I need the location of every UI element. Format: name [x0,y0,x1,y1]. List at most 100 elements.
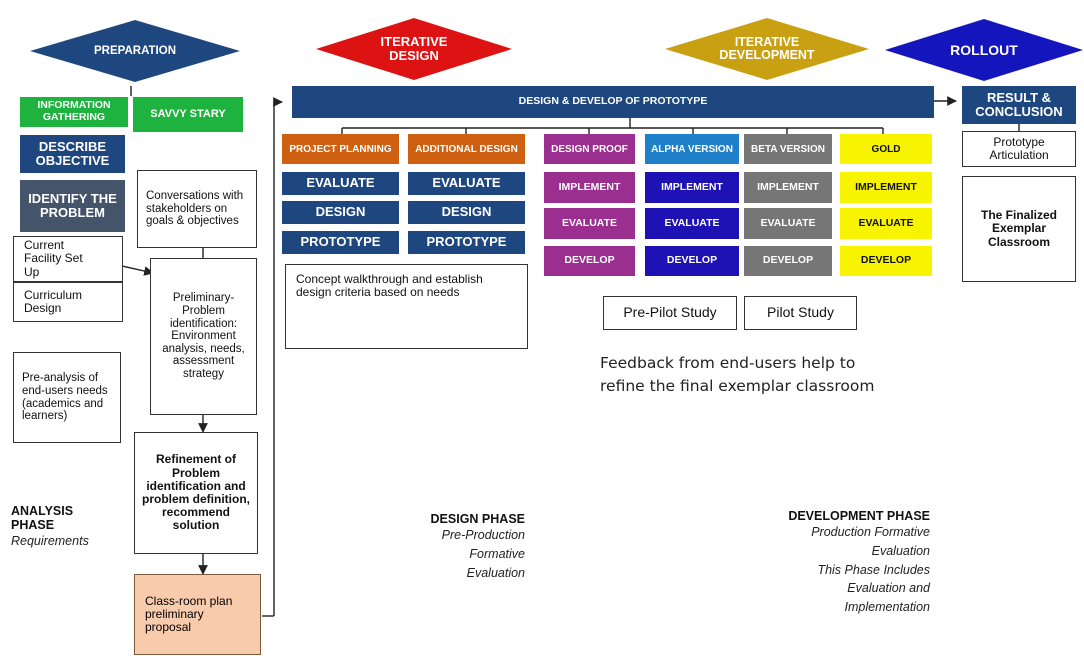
dev-col-1-step-2-label: EVALUATE [561,216,618,229]
feedback-note-line2: refine the final exemplar classroom [600,377,875,396]
design-col-2-step-1: EVALUATE [408,172,525,195]
design-phase-sub-1: Pre-Production [441,528,525,542]
feedback-note: Feedback from end-users help to refine t… [600,352,940,399]
design-col-1-step-2: DESIGN [282,201,399,224]
preparation-diamond: PREPARATION [30,20,240,82]
information-gathering-label: INFORMATION GATHERING [37,99,111,123]
development-phase-sub-1: Production Formative [811,525,930,539]
design-col-2-step-3: PROTOTYPE [408,231,525,254]
development-phase-sub-5: Implementation [844,600,930,614]
describe-objective-box: DESCRIBE OBJECTIVE [20,135,125,173]
refinement-box: Refinement of Problem identification and… [134,432,258,554]
dev-col-1-header-label: DESIGN PROOF [551,143,628,155]
dev-col-4-step-3: DEVELOP [840,246,932,276]
design-phase-caption: DESIGN PHASE Pre-Production Formative Ev… [380,512,525,582]
dev-col-2-step-3: DEVELOP [645,246,739,276]
design-develop-banner: DESIGN & DEVELOP OF PROTOTYPE [292,86,934,118]
dev-col-3-step-2-label: EVALUATE [760,216,816,229]
iterative-design-diamond: ITERATIVE DESIGN [316,18,512,80]
analysis-phase-sub: Requirements [11,534,89,548]
design-col-1-step-1-label: EVALUATE [306,175,375,191]
development-phase-sub-2: Evaluation [871,543,930,558]
design-col-1-step-2-label: DESIGN [315,204,366,220]
dev-col-3-step-1: IMPLEMENT [744,172,832,203]
current-facility-label: Current Facility Set Up [24,238,83,279]
dev-col-2-header-label: ALPHA VERSION [651,143,733,155]
iterative-development-diamond: ITERATIVE DEVELOPMENT [665,18,869,80]
classroom-plan-box: Class-room plan preliminary proposal [134,574,261,655]
design-col-2-header-label: ADDITIONAL DESIGN [415,143,518,155]
analysis-phase-title-2: PHASE [11,518,55,532]
dev-col-1-step-3-label: DEVELOP [564,254,615,267]
banner-label: DESIGN & DEVELOP OF PROTOTYPE [518,95,708,108]
feedback-note-line1: Feedback from end-users help to [600,354,856,372]
current-facility-box: Current Facility Set Up [13,236,123,282]
design-col-1-header: PROJECT PLANNING [282,134,399,164]
dev-col-2-step-2-label: EVALUATE [664,216,720,229]
dev-col-3-header: BETA VERSION [744,134,832,164]
analysis-phase-caption: ANALYSIS PHASE Requirements [11,504,89,551]
iterative-development-label: ITERATIVE DEVELOPMENT [719,34,815,62]
dev-col-4-step-2: EVALUATE [840,208,932,239]
preparation-label: PREPARATION [94,44,176,57]
savvy-stary-label: SAVVY STARY [150,108,226,121]
dev-col-2-step-1: IMPLEMENT [645,172,739,203]
prototype-articulation-box: Prototype Articulation [962,131,1076,167]
finalized-classroom-box: The Finalized Exemplar Classroom [962,176,1076,282]
design-col-2-step-1-label: EVALUATE [432,175,501,191]
dev-col-1-header: DESIGN PROOF [544,134,635,164]
dev-col-4-step-3-label: DEVELOP [860,254,912,267]
savvy-stary-box: SAVVY STARY [133,97,243,132]
describe-objective-label: DESCRIBE OBJECTIVE [35,138,110,168]
pilot-study-label: Pilot Study [767,304,834,321]
pilot-study-box: Pilot Study [744,296,857,330]
development-phase-title: DEVELOPMENT PHASE [788,509,930,523]
development-phase-sub-4: Evaluation and [847,581,930,596]
dev-col-1-step-1-label: IMPLEMENT [558,180,621,193]
dev-col-1-step-2: EVALUATE [544,208,635,239]
refinement-label: Refinement of Problem identification and… [142,452,250,533]
design-col-1-step-3-label: PROTOTYPE [300,234,381,250]
dev-col-3-step-3-label: DEVELOP [762,254,814,267]
conversations-box: Conversations with stakeholders on goals… [137,170,257,248]
dev-col-4-header-label: GOLD [871,143,901,155]
development-phase-sub-3: This Phase Includes [817,562,930,577]
dev-col-4-step-1-label: IMPLEMENT [855,180,917,193]
dev-col-2-step-2: EVALUATE [645,208,739,239]
design-col-2-step-2: DESIGN [408,201,525,224]
preliminary-problem-box: Preliminary-Problem identification: Envi… [150,258,257,415]
design-col-2-step-2-label: DESIGN [441,204,492,220]
rollout-label: ROLLOUT [950,41,1018,58]
conversations-label: Conversations with stakeholders on goals… [146,190,244,228]
dev-col-1-step-1: IMPLEMENT [544,172,635,203]
preliminary-problem-label: Preliminary-Problem identification: Envi… [162,292,245,381]
curriculum-design-label: Curriculum Design [24,287,83,315]
concept-note-label: Concept walkthrough and establish design… [296,272,483,300]
iterative-design-label: ITERATIVE DESIGN [380,34,448,63]
development-phase-caption: DEVELOPMENT PHASE Production Formative E… [720,509,930,617]
finalized-classroom-label: The Finalized Exemplar Classroom [980,208,1057,249]
pre-analysis-label: Pre-analysis of end-users needs (academi… [22,372,108,423]
result-conclusion-box: RESULT & CONCLUSION [962,86,1076,124]
design-phase-sub-3: Evaluation [466,565,525,580]
dev-col-2-step-1-label: IMPLEMENT [661,180,723,193]
dev-col-4-step-2-label: EVALUATE [858,216,914,229]
design-col-2-header: ADDITIONAL DESIGN [408,134,525,164]
dev-col-3-step-1-label: IMPLEMENT [757,180,819,193]
analysis-phase-title-1: ANALYSIS [11,504,74,518]
dev-col-2-step-3-label: DEVELOP [666,254,718,267]
dev-col-3-step-2: EVALUATE [744,208,832,239]
pre-pilot-study-box: Pre-Pilot Study [603,296,737,330]
rollout-diamond: ROLLOUT [885,19,1083,81]
curriculum-design-box: Curriculum Design [13,282,123,322]
dev-col-3-step-3: DEVELOP [744,246,832,276]
classroom-plan-label: Class-room plan preliminary proposal [145,593,233,635]
dev-col-4-step-1: IMPLEMENT [840,172,932,203]
dev-col-1-step-3: DEVELOP [544,246,635,276]
result-conclusion-label: RESULT & CONCLUSION [975,89,1063,119]
design-col-1-step-3: PROTOTYPE [282,231,399,254]
dev-col-3-header-label: BETA VERSION [751,143,825,155]
design-phase-title: DESIGN PHASE [430,512,525,526]
design-phase-sub-2: Formative [469,546,525,561]
